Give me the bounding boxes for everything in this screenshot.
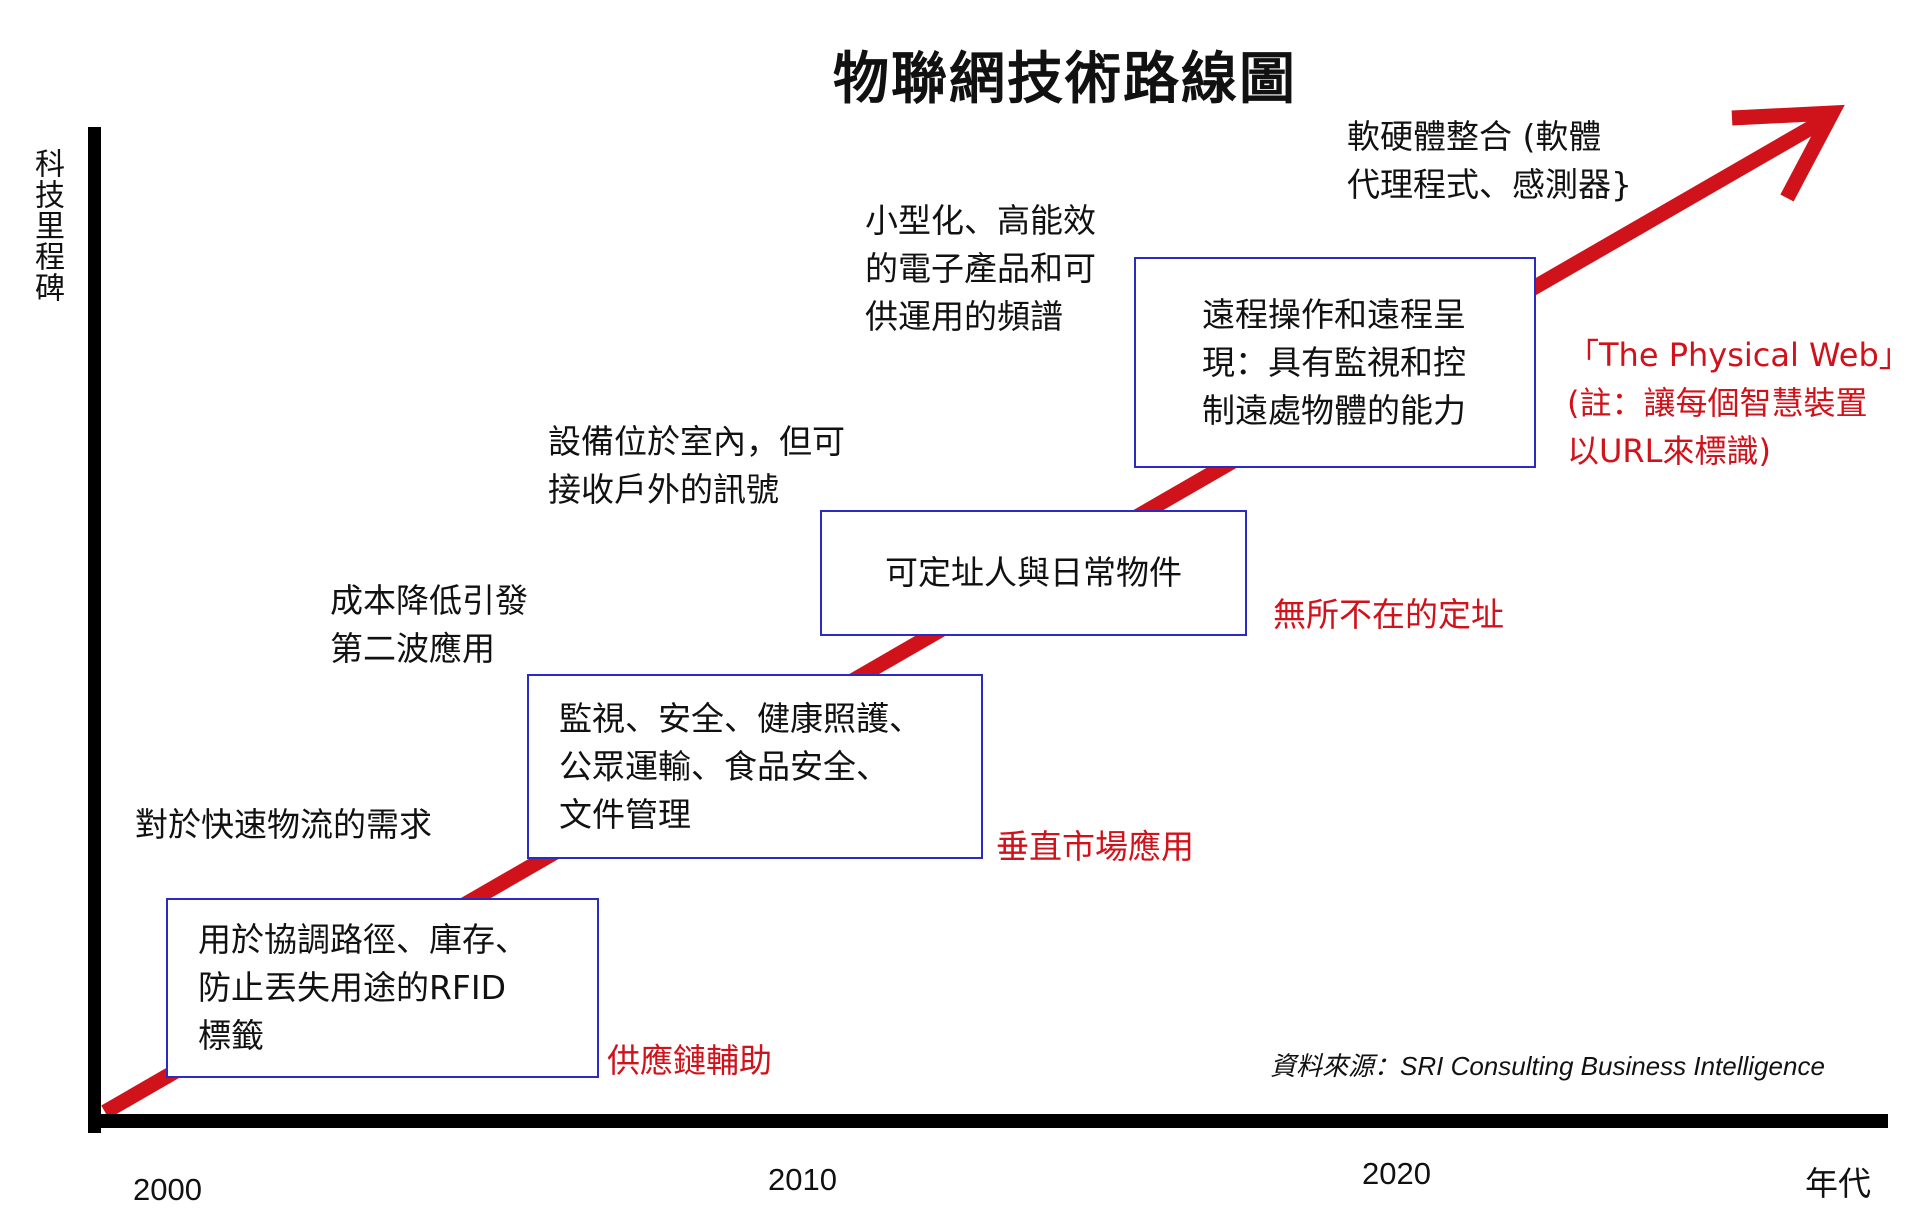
y-axis-line [88, 127, 101, 1133]
driver-miniaturization: 小型化、高能效 的電子產品和可 供運用的頻譜 [865, 201, 1096, 336]
y-axis-label: 科技里程碑 [29, 148, 64, 303]
phase-label-ubiquitous-addressing: 無所不在的定址 [1273, 595, 1504, 634]
driver-logistics-demand: 對於快速物流的需求 [135, 805, 432, 844]
phase-label-vertical-market: 垂直市場應用 [996, 827, 1194, 866]
future-software-hardware-integration: 軟硬體整合 (軟體 代理程式、感測器} [1347, 117, 1632, 204]
milestone-box-telepresence-text: 遠程操作和遠程呈 現：具有監視和控 制遠處物體的能力 [1202, 294, 1466, 430]
phase-label-physical-web: 「The Physical Web」 (註：讓每個智慧裝置 以URL來標識) [1567, 336, 1911, 470]
trend-arrow-head [1731, 104, 1845, 202]
x-axis-line [88, 1114, 1888, 1128]
x-tick-2000: 2000 [133, 1172, 202, 1207]
milestone-box-telepresence: 遠程操作和遠程呈 現：具有監視和控 制遠處物體的能力 [1134, 257, 1536, 468]
x-tick-2020: 2020 [1362, 1156, 1431, 1191]
milestone-box-addressable-text: 可定址人與日常物件 [885, 553, 1182, 592]
milestone-box-rfid: 用於協調路徑、庫存、 防止丟失用途的RFID 標籤 [166, 898, 599, 1078]
source-citation: 資料來源：SRI Consulting Business Intelligenc… [1270, 1051, 1825, 1081]
x-tick-2010: 2010 [768, 1162, 837, 1197]
milestone-box-vertical: 監視、安全、健康照護、 公眾運輸、食品安全、 文件管理 [527, 674, 983, 859]
driver-indoor-outdoor-signal: 設備位於室內，但可 接收戶外的訊號 [548, 422, 845, 509]
milestone-box-vertical-text: 監視、安全、健康照護、 公眾運輸、食品安全、 文件管理 [559, 698, 922, 834]
driver-cost-reduction: 成本降低引發 第二波應用 [330, 581, 528, 668]
phase-label-supply-chain: 供應鏈輔助 [607, 1041, 772, 1080]
milestone-box-rfid-text: 用於協調路徑、庫存、 防止丟失用途的RFID 標籤 [198, 920, 528, 1055]
diagram-title: 物聯網技術路線圖 [833, 47, 1297, 112]
x-axis-label: 年代 [1805, 1164, 1871, 1203]
milestone-box-addressable: 可定址人與日常物件 [820, 510, 1247, 636]
